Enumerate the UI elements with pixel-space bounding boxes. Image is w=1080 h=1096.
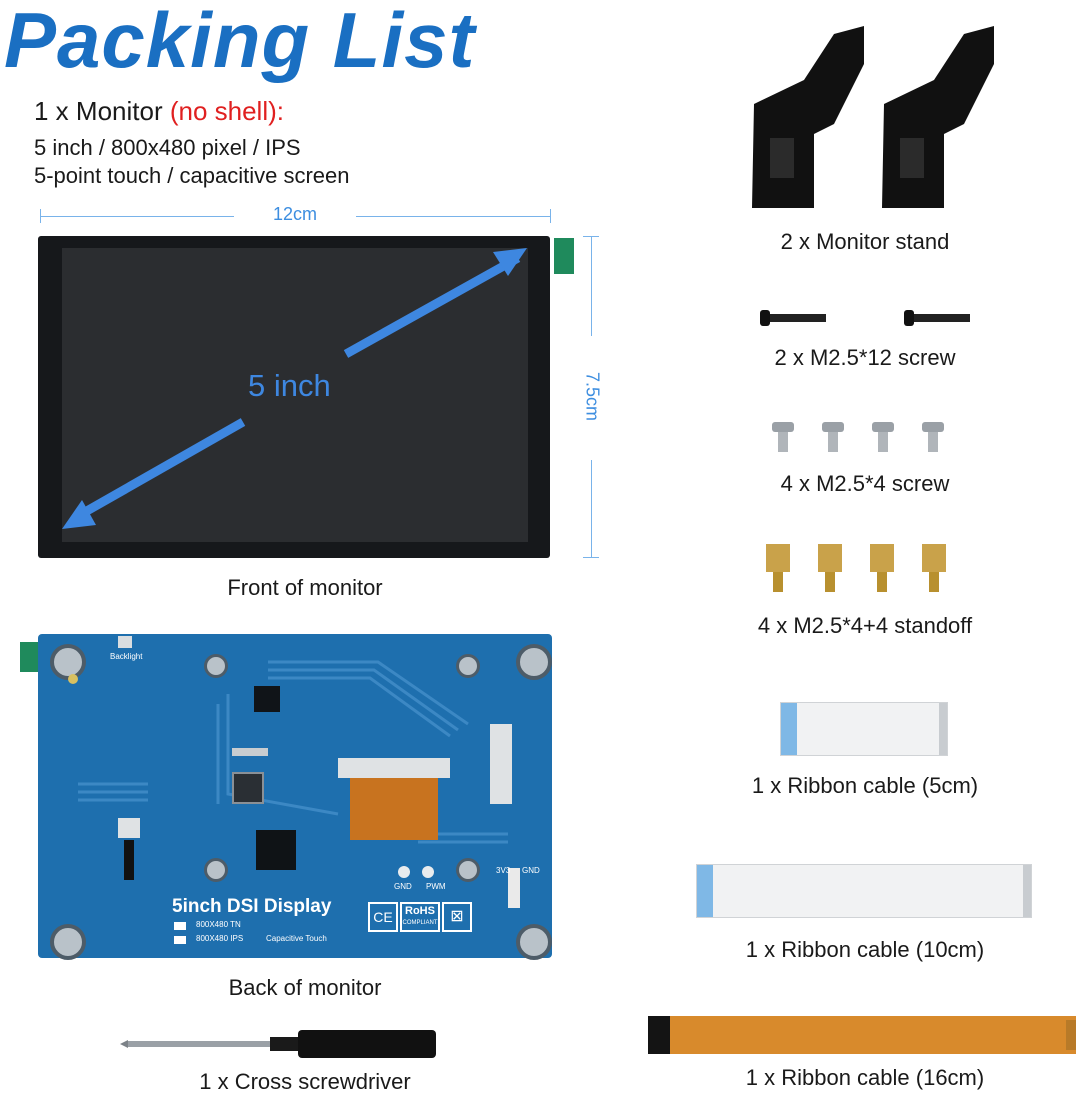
diagonal-label: 5 inch	[248, 368, 331, 403]
ce-mark-icon: CE	[368, 902, 398, 932]
height-dim-line-bottom	[591, 460, 592, 557]
rohs-label: RoHS	[405, 905, 435, 917]
option-ips-box	[174, 936, 186, 944]
pad-icon	[422, 866, 434, 878]
mount-hole-icon	[50, 924, 86, 960]
inductor-icon	[232, 772, 264, 804]
back-connector-tab	[20, 642, 40, 672]
mcu-chip-icon	[256, 830, 296, 870]
width-dim-label: 12cm	[272, 204, 317, 224]
screwdriver-icon	[120, 1030, 436, 1058]
short-screw-icon	[772, 422, 944, 452]
option-ips-label: 800X480 IPS	[196, 934, 244, 943]
gnd-label: GND	[394, 882, 412, 891]
monitor-stand-icon	[752, 26, 994, 208]
product-name-label: 5inch DSI Display	[172, 896, 332, 917]
monitor-spec-line1: 5 inch / 800x480 pixel / IPS	[34, 135, 301, 160]
option-tn-box	[174, 922, 186, 930]
ribbon10-caption: 1 x Ribbon cable (10cm)	[745, 937, 985, 962]
ribbon-contacts	[1023, 865, 1031, 917]
front-connector-tab	[554, 238, 574, 274]
backlight-switch	[118, 636, 132, 648]
mount-hole-icon	[50, 644, 86, 680]
gnd2-label: GND	[522, 866, 540, 875]
mount-hole-icon	[516, 924, 552, 960]
width-dim-line-right	[356, 216, 550, 217]
screwdriver-caption: 1 x Cross screwdriver	[199, 1069, 411, 1094]
width-dim-line-left	[40, 216, 234, 217]
touch-type-label: Capacitive Touch	[266, 934, 327, 943]
screw4-caption: 4 x M2.5*4 screw	[780, 471, 950, 496]
ribbon-10cm-icon	[696, 864, 1032, 918]
pwm-label: PWM	[426, 882, 446, 891]
ribbon-stiffener	[648, 1016, 670, 1054]
pad-icon	[398, 866, 410, 878]
led-icon	[68, 674, 78, 684]
rohs-sub-label: COMPLIANT	[402, 920, 438, 926]
ribbon-stiffener	[781, 703, 797, 755]
resistor-array	[232, 748, 268, 756]
stand-caption: 2 x Monitor stand	[780, 229, 950, 254]
standoff-icon	[766, 544, 946, 592]
mount-hole-icon	[516, 644, 552, 680]
standoff-caption: 4 x M2.5*4+4 standoff	[757, 613, 973, 638]
ribbon-flex-cable	[350, 778, 438, 840]
back-caption: Back of monitor	[228, 975, 382, 1000]
mount-hole-icon	[456, 858, 480, 882]
ribbon-contacts	[1066, 1020, 1076, 1050]
width-dim-tick-right	[550, 209, 551, 223]
diagonal-arrow-icon	[62, 248, 527, 529]
front-caption: Front of monitor	[227, 575, 383, 600]
weee-bin-icon: ⊠	[442, 902, 472, 932]
backlight-label: Backlight	[110, 652, 143, 661]
monitor-front-image: 5 inch	[38, 236, 550, 558]
page-title: Packing List	[4, 0, 476, 84]
screw12-caption: 2 x M2.5*12 screw	[774, 345, 956, 370]
monitor-back-image: Backlight GND PWM 3V3 GND 5inch DSI Disp…	[38, 634, 552, 960]
mount-hole-icon	[204, 654, 228, 678]
mount-hole-icon	[204, 858, 228, 882]
monitor-note: (no shell):	[169, 96, 284, 126]
mount-hole-icon	[456, 654, 480, 678]
monitor-qty-label: 1 x Monitor	[34, 96, 170, 126]
fpc-connector	[490, 724, 512, 804]
ribbon-contacts	[939, 703, 947, 755]
ribbon16-caption: 1 x Ribbon cable (16cm)	[745, 1065, 985, 1090]
ribbon5-caption: 1 x Ribbon cable (5cm)	[751, 773, 979, 798]
v33-label: 3V3	[496, 866, 511, 875]
monitor-heading: 1 x Monitor (no shell):	[34, 94, 284, 128]
rohs-mark-icon: RoHS COMPLIANT	[400, 902, 440, 932]
touch-connector	[118, 818, 140, 838]
height-dim-tick-bottom	[583, 557, 599, 558]
monitor-spec-line2: 5-point touch / capacitive screen	[34, 163, 350, 188]
touch-cable	[124, 840, 134, 880]
height-dim-line-top	[591, 236, 592, 336]
dsi-connector	[338, 758, 450, 778]
option-tn-label: 800X480 TN	[196, 920, 241, 929]
power-header	[508, 868, 520, 908]
chip-icon	[254, 686, 280, 712]
height-dim-label: 7.5cm	[582, 371, 603, 422]
pcb-traces-icon	[78, 660, 508, 844]
ribbon-stiffener	[697, 865, 713, 917]
long-screw-icon	[760, 310, 970, 326]
ribbon-5cm-icon	[780, 702, 948, 756]
ribbon-16cm-icon	[648, 1016, 1076, 1054]
